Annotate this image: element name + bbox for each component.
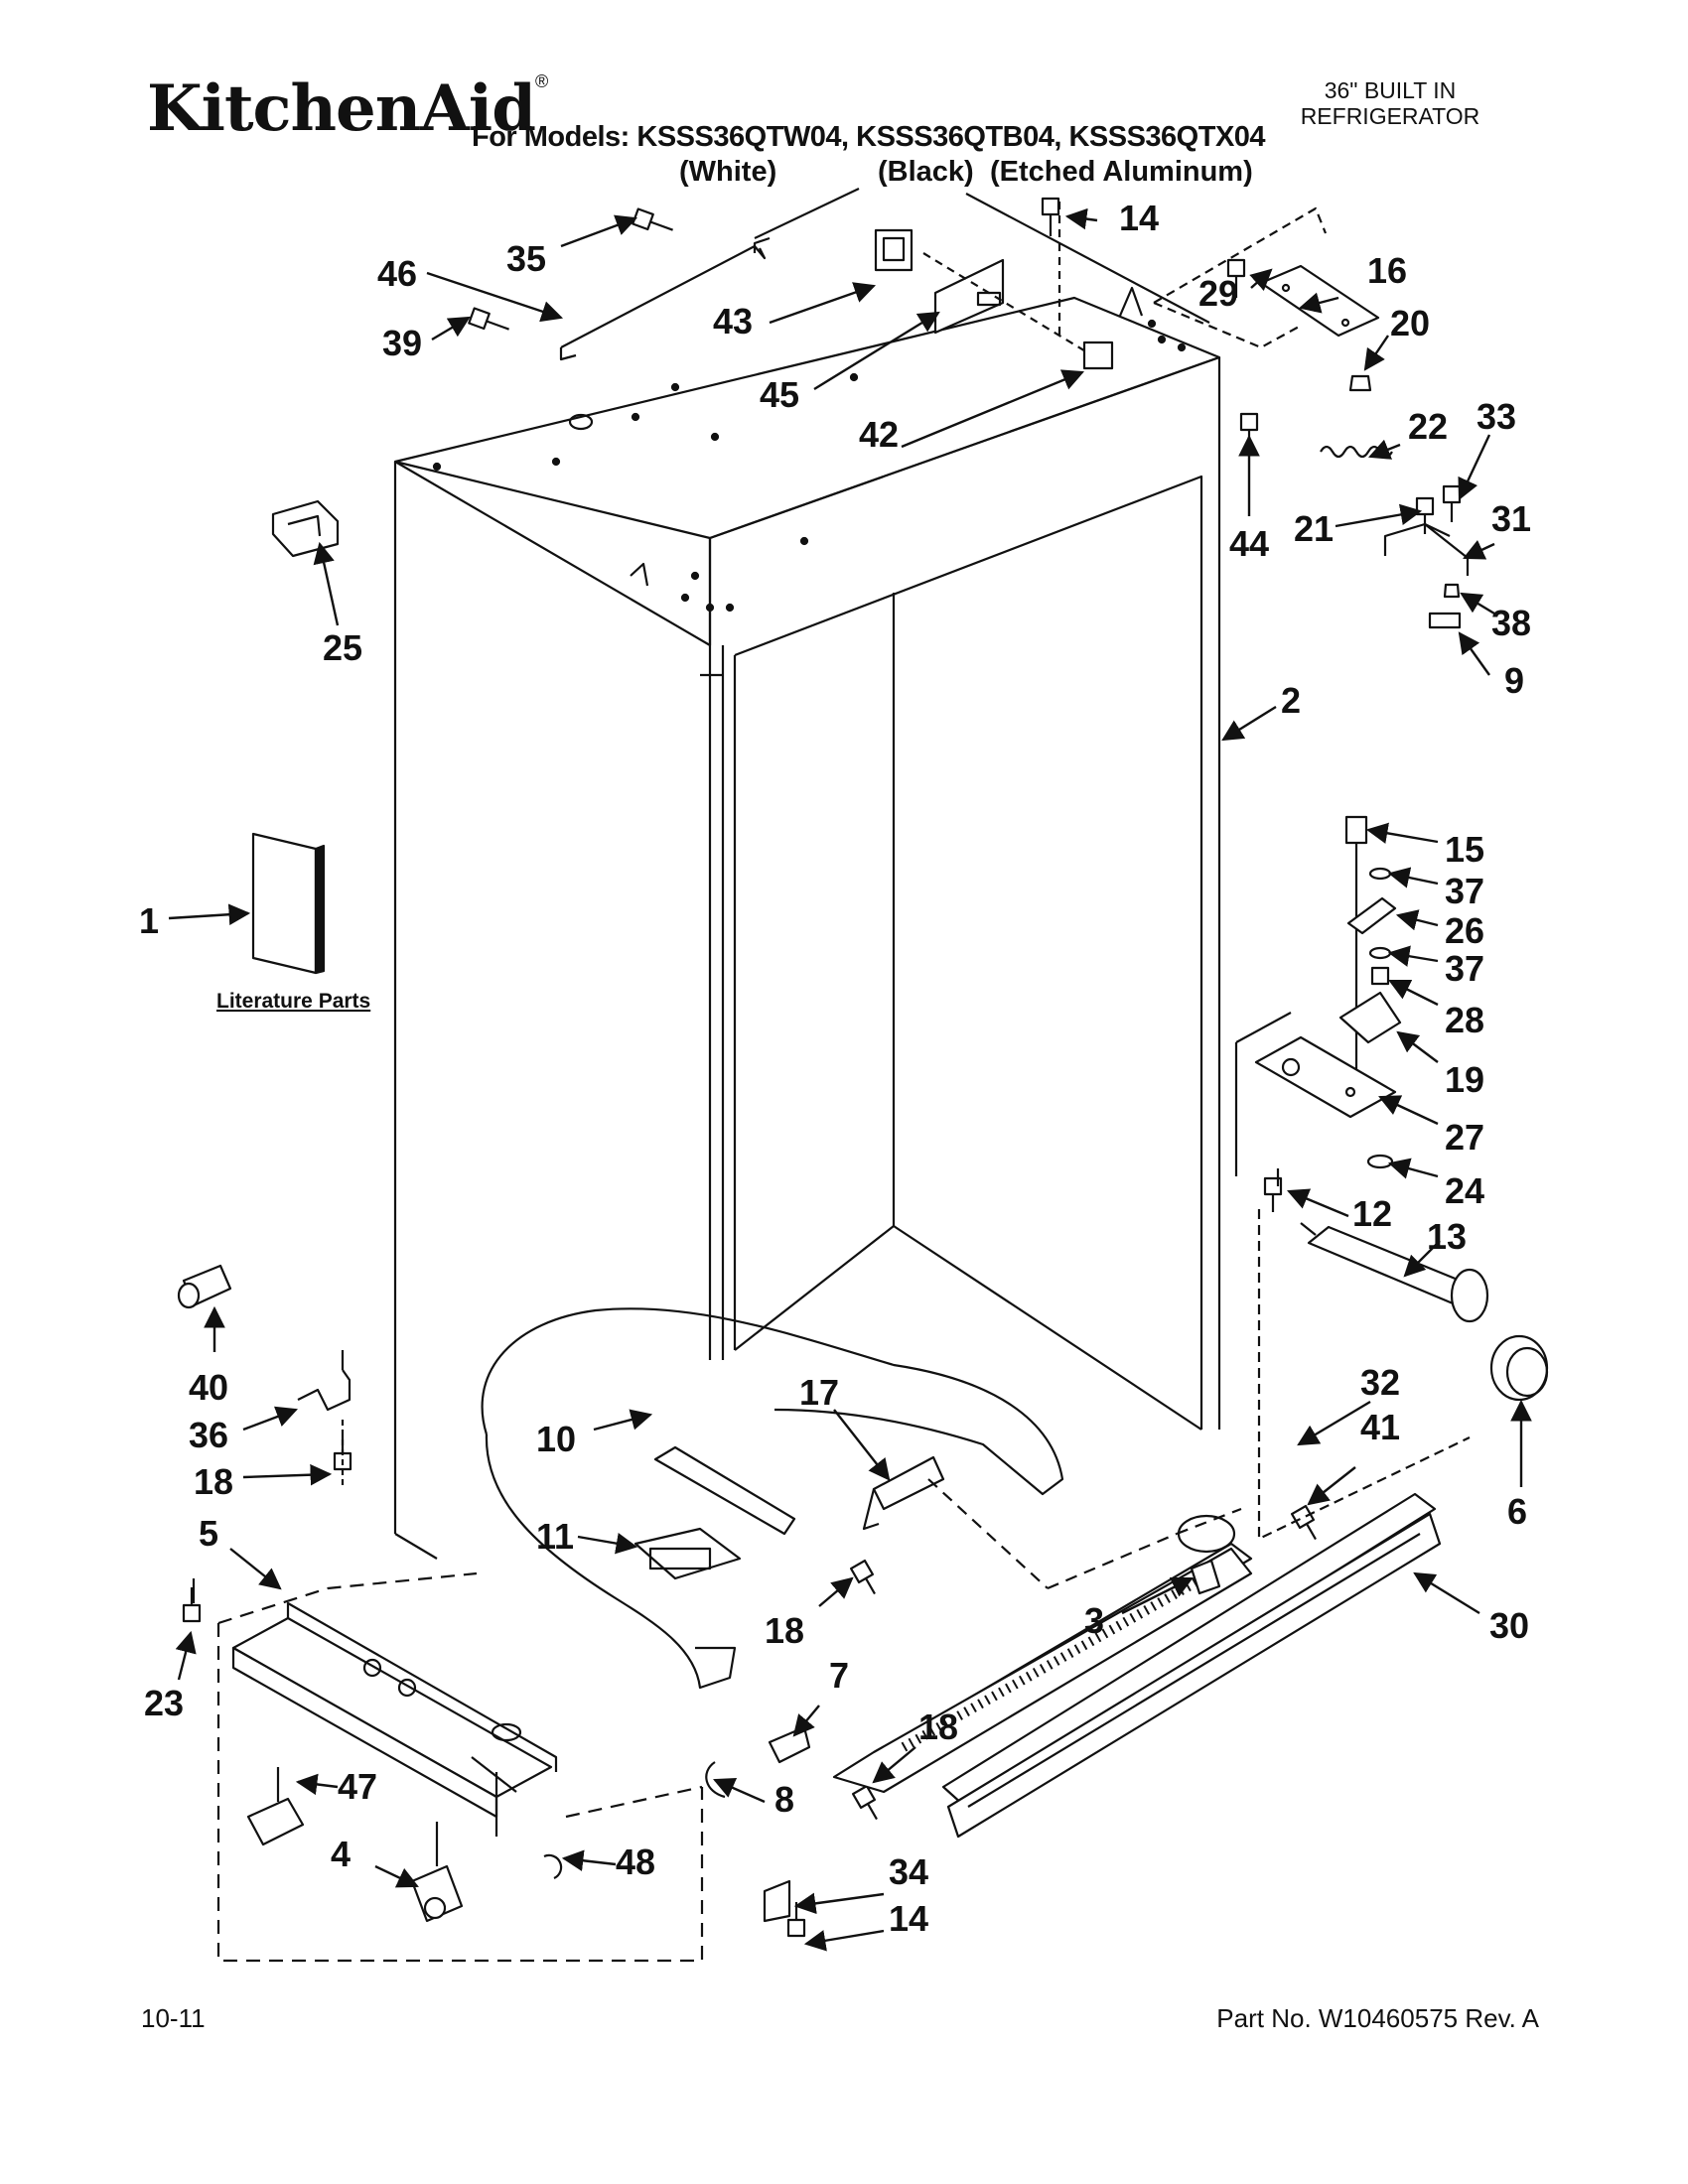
product-type: 36" BUILT IN REFRIGERATOR bbox=[1241, 77, 1539, 129]
callout-25: 25 bbox=[323, 627, 362, 668]
switch-42 bbox=[1082, 341, 1114, 370]
cutaway-section bbox=[481, 1307, 1242, 1690]
callout-labels: 35 46 39 14 43 45 42 29 16 20 22 33 44 2… bbox=[139, 198, 1531, 1939]
callout-14-top: 14 bbox=[1119, 198, 1159, 238]
callout-22: 22 bbox=[1408, 406, 1448, 447]
callout-35: 35 bbox=[506, 238, 546, 279]
water-filter-13 bbox=[1300, 1222, 1489, 1323]
callout-29: 29 bbox=[1198, 273, 1238, 314]
callout-2: 2 bbox=[1281, 680, 1301, 721]
callout-45: 45 bbox=[760, 374, 799, 415]
callout-18-bottom: 18 bbox=[918, 1706, 958, 1747]
callout-43: 43 bbox=[713, 301, 753, 341]
color-white: (White) bbox=[679, 156, 777, 188]
revision-date: 10-11 bbox=[141, 2003, 206, 2033]
color-black: (Black) bbox=[878, 156, 974, 188]
switch-43 bbox=[874, 228, 914, 272]
callout-18-mid: 18 bbox=[765, 1610, 804, 1651]
lower-hinge-stack bbox=[1234, 815, 1402, 1176]
callout-46: 46 bbox=[377, 253, 417, 294]
bracket-36 bbox=[297, 1350, 352, 1489]
part-number: Part No. W10460575 Rev. A bbox=[1216, 2003, 1539, 2033]
callout-20: 20 bbox=[1390, 303, 1430, 343]
callout-37-upper: 37 bbox=[1445, 871, 1484, 911]
callout-32: 32 bbox=[1360, 1362, 1400, 1403]
callout-4: 4 bbox=[331, 1834, 351, 1874]
callout-5: 5 bbox=[199, 1513, 218, 1554]
kick-panel-30 bbox=[941, 1492, 1442, 1839]
base-assembly bbox=[216, 1571, 811, 1963]
callout-13: 13 bbox=[1427, 1216, 1467, 1257]
callout-28: 28 bbox=[1445, 1000, 1484, 1040]
callout-33: 33 bbox=[1477, 396, 1516, 437]
callout-17: 17 bbox=[799, 1372, 839, 1413]
callout-39: 39 bbox=[382, 323, 422, 363]
callout-24: 24 bbox=[1445, 1170, 1484, 1211]
callout-arrows bbox=[168, 207, 1532, 1952]
callout-42: 42 bbox=[859, 414, 899, 455]
callout-31: 31 bbox=[1491, 498, 1531, 539]
literature-booklet bbox=[251, 832, 326, 975]
product-type-line2: REFRIGERATOR bbox=[1300, 103, 1480, 129]
part-40 bbox=[177, 1264, 232, 1309]
filter-cap-6 bbox=[1489, 1334, 1549, 1402]
rear-panel-46 bbox=[559, 188, 860, 361]
callout-48: 48 bbox=[616, 1842, 655, 1882]
callout-8: 8 bbox=[774, 1779, 794, 1820]
callout-14-bottom: 14 bbox=[889, 1898, 928, 1939]
callout-12: 12 bbox=[1352, 1193, 1392, 1234]
callout-41: 41 bbox=[1360, 1407, 1400, 1447]
callout-40: 40 bbox=[189, 1367, 228, 1408]
color-aluminum: (Etched Aluminum) bbox=[990, 156, 1253, 188]
callout-7: 7 bbox=[829, 1655, 849, 1696]
callout-3: 3 bbox=[1084, 1600, 1104, 1641]
bracket-31 bbox=[1383, 522, 1470, 629]
part-25 bbox=[271, 499, 340, 558]
callout-36: 36 bbox=[189, 1415, 228, 1455]
literature-parts-label: Literature Parts bbox=[216, 990, 370, 1013]
callout-30: 30 bbox=[1489, 1605, 1529, 1646]
callout-10: 10 bbox=[536, 1419, 576, 1459]
callout-38: 38 bbox=[1491, 603, 1531, 643]
callout-1: 1 bbox=[139, 900, 159, 941]
callout-18-left: 18 bbox=[194, 1461, 233, 1502]
callout-23: 23 bbox=[144, 1683, 184, 1723]
callout-34: 34 bbox=[889, 1851, 928, 1892]
grille-panel bbox=[832, 1514, 1253, 1794]
callout-37-lower: 37 bbox=[1445, 948, 1484, 989]
brand-logo: KitchenAid® bbox=[147, 71, 548, 146]
callout-16: 16 bbox=[1367, 250, 1407, 291]
callout-47: 47 bbox=[338, 1766, 377, 1807]
cabinet bbox=[393, 286, 1221, 1560]
callout-21: 21 bbox=[1294, 508, 1334, 549]
callout-6: 6 bbox=[1507, 1491, 1527, 1532]
callout-26: 26 bbox=[1445, 910, 1484, 951]
models-line: For Models: KSSS36QTW04, KSSS36QTB04, KS… bbox=[472, 121, 1266, 153]
brand-name: KitchenAid bbox=[147, 71, 536, 146]
callout-19: 19 bbox=[1445, 1059, 1484, 1100]
top-hinge-area bbox=[1153, 206, 1380, 349]
callout-15: 15 bbox=[1445, 829, 1484, 870]
registered-mark: ® bbox=[534, 71, 548, 91]
product-type-line1: 36" BUILT IN bbox=[1324, 77, 1457, 103]
callout-44: 44 bbox=[1229, 523, 1269, 564]
callout-9: 9 bbox=[1504, 660, 1524, 701]
callout-27: 27 bbox=[1445, 1117, 1484, 1158]
callout-11: 11 bbox=[536, 1516, 574, 1557]
